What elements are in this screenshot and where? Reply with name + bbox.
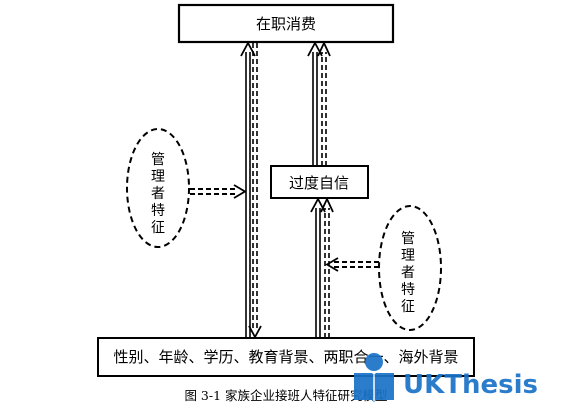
left-ellipse-char-5: 征 xyxy=(151,220,165,236)
bottom-box: 性别、年龄、学历、教育背景、两职合一、海外背景 xyxy=(97,337,475,377)
middle-box: 过度自信 xyxy=(270,165,369,199)
arrow-top-to-bottom-dashed xyxy=(248,43,262,339)
watermark-logo: UKThesis xyxy=(354,353,538,402)
top-box-label: 在职消费 xyxy=(256,15,316,33)
left-ellipse: 管 理 者 特 征 xyxy=(126,128,190,248)
watermark-person-head-icon xyxy=(365,353,383,371)
arrow-middle-to-top xyxy=(307,41,323,166)
right-ellipse-char-5: 征 xyxy=(401,299,415,315)
figure-caption: 图 3-1 家族企业接班人特征研究模型 xyxy=(184,388,387,403)
right-ellipse-char-1: 管 xyxy=(401,231,415,247)
right-ellipse-char-3: 者 xyxy=(401,265,415,281)
bottom-box-label: 性别、年龄、学历、教育背景、两职合一、海外背景 xyxy=(113,348,458,366)
right-ellipse-char-2: 理 xyxy=(401,248,415,264)
middle-box-label: 过度自信 xyxy=(289,174,349,192)
watermark-brand: UKThesis xyxy=(403,370,538,400)
left-ellipse-char-3: 者 xyxy=(151,186,165,202)
left-ellipse-char-2: 理 xyxy=(151,169,165,185)
top-box: 在职消费 xyxy=(177,3,395,44)
arrow-left-ellipse-moderation xyxy=(190,184,247,199)
arrow-right-ellipse-moderation xyxy=(325,257,379,272)
left-ellipse-char-1: 管 xyxy=(151,152,165,168)
left-ellipse-char-4: 特 xyxy=(151,203,165,219)
right-ellipse-char-4: 特 xyxy=(401,282,415,298)
arrow-middle-to-top-dashed xyxy=(317,40,331,166)
arrow-bottom-to-middle-dashed xyxy=(320,196,334,338)
arrow-bottom-to-middle xyxy=(310,197,326,338)
right-ellipse: 管 理 者 特 征 xyxy=(378,205,442,331)
